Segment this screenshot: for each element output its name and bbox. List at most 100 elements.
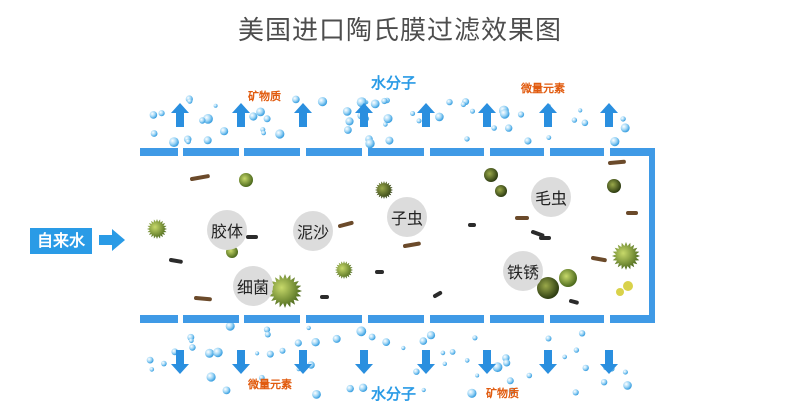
membrane-end-wall [649, 148, 655, 323]
water-drop-icon [346, 384, 354, 393]
arrow-icon [478, 103, 496, 127]
water-drop-icon [442, 361, 447, 366]
water-drop-icon [426, 331, 436, 340]
water-drop-icon [622, 369, 628, 375]
water-drop-icon [187, 98, 193, 104]
bacteria-icon [495, 185, 507, 197]
water-drop-icon [499, 109, 510, 119]
membrane-segment-top [244, 148, 300, 156]
water-drop-icon [279, 347, 286, 354]
worm-icon [169, 258, 183, 264]
contaminant-rust: 铁锈 [503, 251, 543, 291]
water-drop-icon [188, 338, 194, 344]
water-drop-icon [464, 358, 470, 363]
water-drop-icon [416, 118, 422, 124]
water-drop-icon [222, 386, 231, 395]
water-drop-icon [562, 354, 567, 360]
membrane-segment-top [183, 148, 239, 156]
inlet-label: 自来水 [30, 228, 93, 254]
water-drop-icon [526, 372, 533, 379]
membrane-segment-bottom [368, 315, 424, 323]
arrow-icon [600, 350, 618, 374]
water-drop-icon [146, 356, 154, 364]
arrow-icon [355, 103, 373, 127]
label-water-bottom: 水分子 [371, 385, 417, 403]
water-drop-icon [491, 125, 497, 131]
water-drop-icon [410, 111, 416, 116]
label-trace-top: 微量元素 [521, 82, 565, 95]
worm-icon [433, 291, 443, 298]
water-drop-icon [572, 389, 579, 396]
water-drop-icon [600, 379, 608, 386]
water-drop-icon [578, 330, 586, 337]
water-drop-icon [470, 108, 475, 114]
bacteria-icon-group [147, 159, 640, 308]
membrane-segment-top [550, 148, 604, 156]
water-drop-icon [311, 338, 320, 347]
arrow-icon [600, 103, 618, 127]
water-drop-icon [342, 107, 352, 116]
bacteria-icon [484, 168, 498, 182]
water-drop-icon [358, 383, 368, 392]
water-drop-icon [199, 117, 206, 124]
water-drop-icon [368, 333, 376, 341]
water-drop-icon [506, 377, 514, 385]
membrane-segment-top [306, 148, 362, 156]
worm-icon [190, 174, 210, 181]
bacteria-icon [559, 269, 577, 287]
water-drop-icon [249, 112, 258, 121]
membrane-segment-top [610, 148, 652, 156]
worm-icon [569, 299, 579, 305]
water-drop-icon [508, 387, 516, 395]
water-drop-icon [370, 99, 380, 109]
label-trace-bottom: 微量元素 [248, 378, 292, 391]
water-drop-icon [475, 373, 480, 378]
water-drop-icon [294, 339, 302, 347]
water-drop-icon [292, 95, 300, 104]
bacteria-icon [268, 274, 302, 308]
bacteria-icon [239, 173, 253, 187]
water-drop-icon [317, 97, 328, 107]
water-drop-icon [545, 335, 552, 342]
water-drop-icon [263, 115, 271, 123]
arrow-icon [417, 103, 435, 127]
worm-icon [531, 230, 545, 238]
page-title: 美国进口陶氏膜过滤效果图 [237, 16, 562, 46]
water-drop-icon [213, 103, 218, 108]
water-drop-icon [264, 331, 271, 338]
water-drop-icon [440, 350, 446, 356]
membrane [140, 148, 655, 323]
membrane-segment-bottom [490, 315, 544, 323]
arrow-icon [171, 350, 189, 374]
water-drop-icon [578, 108, 583, 113]
water-drop-icon [381, 97, 388, 105]
worm-icon [403, 241, 421, 248]
water-drop-icon [161, 360, 167, 367]
water-drop-icon [149, 367, 155, 372]
label-mineral-top: 矿物质 [248, 90, 281, 103]
water-drop-icon [225, 321, 235, 331]
water-drop-icon [203, 114, 213, 124]
label-mineral-bottom: 矿物质 [486, 387, 519, 400]
water-drop-icon [261, 130, 266, 136]
water-drop-icon [306, 325, 311, 331]
bacteria-icon [335, 261, 353, 279]
water-drop-icon [435, 112, 444, 122]
water-drop-icon [467, 388, 477, 398]
water-drop-icon [505, 124, 513, 132]
water-drop-icon [345, 117, 354, 126]
water-drop-icon [266, 350, 274, 358]
bacteria-icon [537, 277, 559, 299]
water-drop-icon [620, 123, 630, 133]
water-drop-icon [203, 136, 212, 145]
water-drop-icon [449, 349, 456, 355]
bacteria-icon [375, 181, 393, 199]
water-drop-icon [581, 119, 589, 127]
arrow-icon [232, 103, 250, 127]
water-drop-icon [546, 135, 552, 141]
water-drop-icon [385, 136, 394, 145]
water-drop-icon [189, 344, 196, 351]
water-drop-icon [419, 337, 428, 345]
water-drop-icon [263, 326, 271, 333]
